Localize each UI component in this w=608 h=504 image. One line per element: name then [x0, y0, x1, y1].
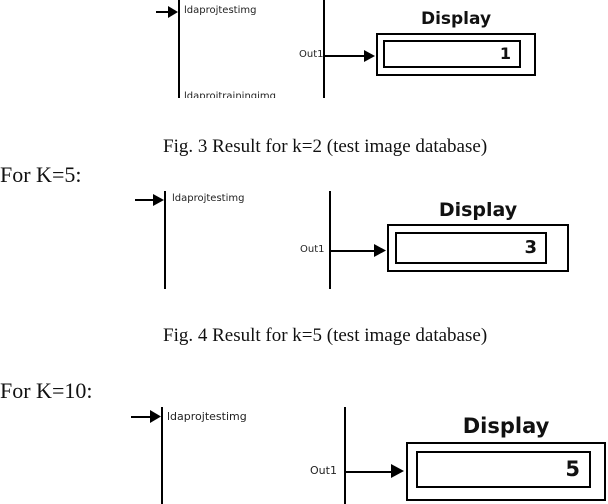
demux-bar — [344, 407, 346, 504]
demux-bar — [323, 0, 325, 98]
section-heading: For K=5: — [0, 162, 82, 187]
arrow-head-icon — [391, 464, 404, 478]
arrow-head-icon — [374, 244, 386, 257]
bus-bar — [164, 191, 166, 289]
figure-caption: Fig. 3 Result for k=2 (test image databa… — [163, 136, 488, 157]
out-label: Out1 — [299, 49, 324, 60]
display-value: 1 — [383, 40, 521, 68]
arrow-head-icon — [153, 194, 164, 206]
figure-caption: Fig. 4 Result for k=5 (test image databa… — [163, 325, 488, 346]
input-label: ldaprojtestimg — [184, 5, 257, 16]
signal-line — [325, 55, 369, 57]
input-arrow-line — [135, 199, 158, 201]
display-title: Display — [462, 414, 550, 438]
bus-bar — [178, 0, 180, 98]
bus-bar — [161, 407, 163, 504]
input-label: ldaprojtestimg — [172, 193, 245, 204]
signal-line — [346, 471, 394, 473]
out-label: Out1 — [300, 244, 325, 255]
out-label: Out1 — [310, 464, 337, 477]
input-label: ldaprojtestimg — [167, 410, 247, 423]
display-title: Display — [438, 199, 518, 221]
arrow-head-icon — [168, 6, 178, 18]
demux-bar — [329, 191, 331, 289]
arrow-head-icon — [364, 50, 375, 62]
display-value: 5 — [416, 451, 591, 488]
input-arrow-line — [131, 416, 155, 418]
input-arrow-line — [156, 11, 174, 13]
section-heading: For K=10: — [0, 378, 93, 403]
signal-line — [331, 250, 379, 252]
input-label-2: ldaprojtrainingimg — [184, 91, 276, 98]
display-value: 3 — [395, 232, 547, 264]
arrow-head-icon — [150, 410, 161, 423]
display-title: Display — [420, 9, 492, 29]
